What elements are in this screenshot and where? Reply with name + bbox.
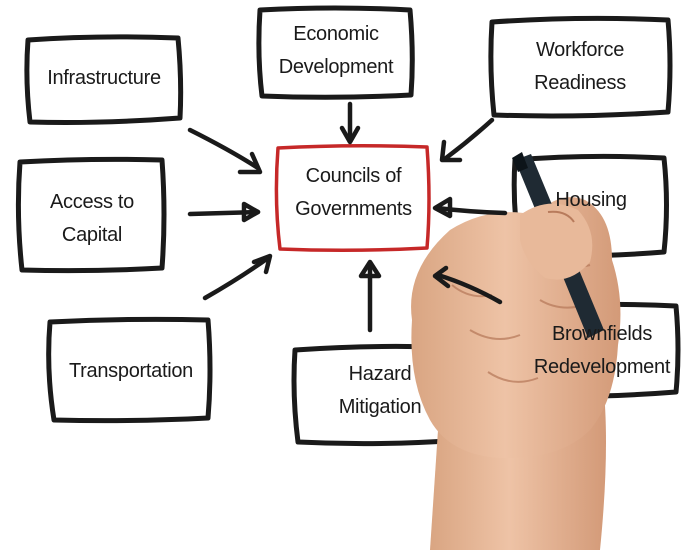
node-economic-development-label: Economic Development bbox=[278, 23, 394, 78]
node-transportation-label: Transportation bbox=[68, 360, 193, 382]
node-housing-label: Housing bbox=[555, 189, 627, 211]
node-workforce-readiness-label: Workforce Readiness bbox=[534, 39, 626, 94]
arrow-infrastructure bbox=[187, 127, 263, 175]
arrow-workforce-readiness bbox=[439, 117, 495, 163]
node-access-to-capital-label: Access to Capital bbox=[50, 191, 134, 246]
box-infrastructure bbox=[24, 34, 184, 125]
node-hazard-mitigation-label: Hazard Mitigation bbox=[338, 363, 422, 418]
box-economic-development bbox=[256, 5, 415, 100]
box-access-to-capital bbox=[15, 156, 167, 274]
box-transportation bbox=[46, 316, 213, 424]
arrow-housing bbox=[432, 196, 508, 219]
box-workforce-readiness bbox=[488, 15, 673, 119]
node-brownfields-redevelopment-label: Brownfields Redevelopment bbox=[533, 323, 671, 378]
arrow-brownfields-redevelopment bbox=[432, 265, 503, 305]
node-infrastructure-label: Infrastructure bbox=[47, 67, 161, 89]
arrow-hazard-mitigation bbox=[358, 259, 382, 333]
box-councils-of-governments bbox=[274, 143, 431, 253]
arrow-access-to-capital bbox=[187, 201, 261, 223]
node-councils-of-governments-label: Councils of Governments bbox=[295, 165, 412, 220]
arrow-transportation bbox=[202, 253, 273, 301]
arrow-economic-development bbox=[339, 101, 361, 145]
